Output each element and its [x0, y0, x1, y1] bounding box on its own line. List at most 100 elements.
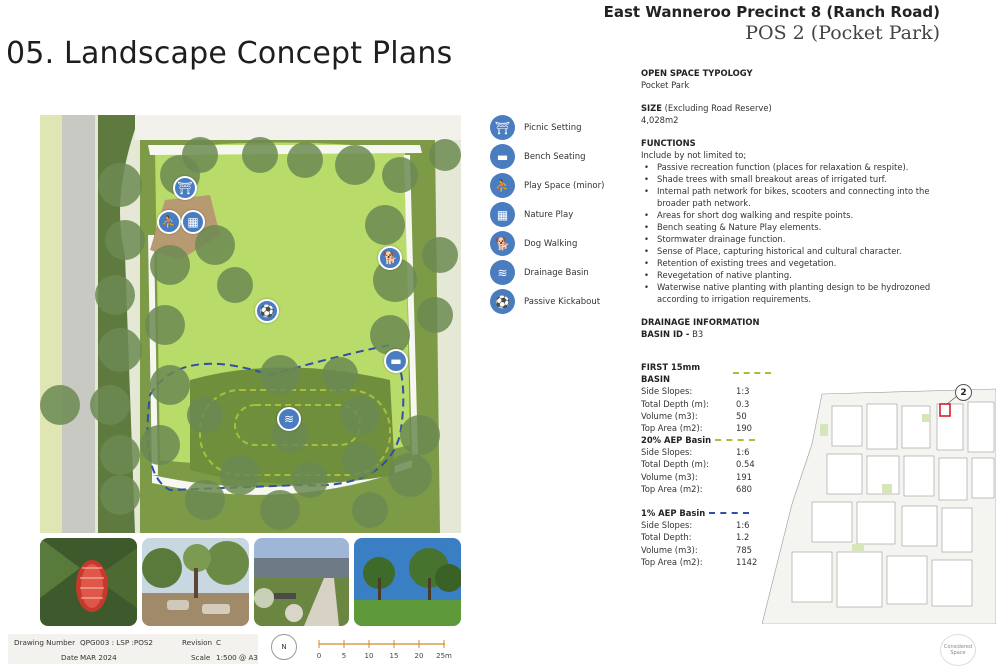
play-space-icon: ⛹ [490, 173, 515, 198]
legend-item-picnic: ⛩ Picnic Setting [490, 113, 604, 142]
title-block: Drawing Number QPG003 : LSP :POS2 Revisi… [8, 634, 258, 664]
basin-key: Total Depth (m): [641, 398, 709, 409]
scale-label: Scale [191, 653, 211, 662]
scale-bar-graphic [318, 640, 445, 648]
basin-value: 1:6 [736, 520, 750, 531]
scale-value: 1:500 @ A3 [216, 653, 258, 662]
legend-item-kickabout: ⚽ Passive Kickabout [490, 287, 604, 316]
basin-id-label: BASIN ID - [641, 329, 690, 339]
date-label: Date [61, 653, 79, 662]
function-item: Areas for short dog walking and respite … [641, 209, 941, 221]
path-bench-photo [254, 538, 349, 626]
basin-value: 0.3 [736, 398, 750, 409]
bench-icon: ▬ [490, 144, 515, 169]
legend-item-play-space: ⛹ Play Space (minor) [490, 171, 604, 200]
basin-value: 1142 [736, 556, 758, 567]
legend-label: Bench Seating [524, 151, 586, 162]
dog-walking-icon: 🐕 [490, 231, 515, 256]
info-panel: OPEN SPACE TYPOLOGY Pocket Park SIZE (Ex… [641, 67, 941, 351]
drainage-basin-icon: ≋ [490, 260, 515, 285]
basin-value: 680 [736, 483, 752, 494]
basin-line-legend [715, 439, 756, 442]
size-heading: SIZE [641, 103, 662, 113]
function-item: Stormwater drainage function. [641, 233, 941, 245]
function-item: Bench seating & Nature Play elements. [641, 221, 941, 233]
basin-key: Top Area (m2): [641, 483, 703, 494]
basin-value: 785 [736, 544, 752, 555]
basin-title: FIRST 15mm BASIN [641, 362, 701, 385]
open-turf-trees-photo [354, 538, 461, 626]
project-subtitle: POS 2 (Pocket Park) [745, 22, 940, 44]
picnic-table-icon: ⛩ [490, 115, 515, 140]
function-item: Shade trees with small breakout areas of… [641, 173, 941, 185]
photo-strip [40, 538, 461, 626]
functions-intro: Include by not limited to; [641, 150, 747, 160]
key-map-drawing [761, 388, 996, 625]
function-item: Waterwise native planting with planting … [641, 281, 941, 305]
basin-value: 1.2 [736, 532, 750, 543]
legend-item-nature-play: ▦ Nature Play [490, 200, 604, 229]
revision-value: C [216, 638, 222, 647]
basin-value: 191 [736, 471, 752, 482]
date-value: MAR 2024 [80, 653, 117, 662]
legend-label: Play Space (minor) [524, 180, 605, 191]
function-item: Sense of Place, capturing historical and… [641, 245, 941, 257]
legend-label: Dog Walking [524, 238, 578, 249]
legend-label: Passive Kickabout [524, 296, 601, 307]
landscape-plan: ⛩ ⛹ ▦ 🐕 ⚽ ▬ ≋ [40, 115, 461, 533]
basin-20-aep: 20% AEP Basin Side Slopes:1:6 Total Dept… [641, 434, 771, 495]
legend-item-drainage-basin: ≋ Drainage Basin [490, 258, 604, 287]
basin-title: 1% AEP Basin [641, 508, 706, 518]
company-stamp-logo: Considered Space [940, 634, 976, 666]
legend-label: Drainage Basin [524, 267, 589, 278]
basin-key: Top Area (m2): [641, 556, 703, 567]
basin-value: 1:6 [736, 447, 750, 458]
scale-tick-label: 10 [364, 652, 374, 660]
key-map-badge: 2 [955, 384, 972, 401]
basin-key: Total Depth: [641, 532, 692, 543]
basin-value: 190 [736, 423, 752, 434]
drainage-heading: DRAINAGE INFORMATION [641, 317, 760, 327]
basin-line-legend [732, 372, 771, 375]
nature-play-icon: ▦ [490, 202, 515, 227]
scale-tick-label: 20 [414, 652, 424, 660]
size-note: (Excluding Road Reserve) [664, 103, 772, 113]
scale-tick-label: 25m [436, 652, 452, 660]
kickabout-icon: ⚽ [255, 299, 279, 323]
legend-label: Picnic Setting [524, 122, 582, 133]
basin-id-value: B3 [692, 329, 704, 339]
plan-drawing [40, 115, 461, 533]
basin-1-aep: 1% AEP Basin Side Slopes: 1:6 Total Depth… [641, 507, 771, 568]
basin-key: Side Slopes: [641, 386, 693, 397]
picnic-table-icon: ⛩ [173, 176, 197, 200]
revision-label: Revision [182, 638, 213, 647]
legend-item-dog-walking: 🐕 Dog Walking [490, 229, 604, 258]
functions-heading: FUNCTIONS [641, 138, 696, 148]
legend-item-bench: ▬ Bench Seating [490, 142, 604, 171]
typology-heading: OPEN SPACE TYPOLOGY [641, 68, 753, 78]
banksia-flower-photo [40, 538, 137, 626]
drawing-number-value: QPG003 : LSP :POS2 [80, 638, 154, 647]
functions-list: Passive recreation function (places for … [641, 161, 941, 305]
scale-tick-label: 5 [341, 652, 347, 660]
project-header: East Wanneroo Precinct 8 (Ranch Road) PO… [604, 3, 940, 44]
location-key-map [761, 384, 996, 625]
basin-value: 50 [736, 410, 747, 421]
basin-title: 20% AEP Basin [641, 435, 712, 445]
legend-label: Nature Play [524, 209, 574, 220]
basin-line-legend [709, 512, 750, 515]
typology-value: Pocket Park [641, 80, 690, 90]
north-label: N [281, 643, 287, 651]
size-value: 4,028m2 [641, 115, 679, 125]
scale-tick-label: 0 [316, 652, 322, 660]
page-title: 05. Landscape Concept Plans [6, 36, 453, 71]
nature-play-seating-photo [142, 538, 249, 626]
function-item: Passive recreation function (places for … [641, 161, 941, 173]
function-item: Retention of existing trees and vegetati… [641, 257, 941, 269]
nature-play-icon: ▦ [181, 210, 205, 234]
scale-tick-label: 15 [389, 652, 399, 660]
function-item: Internal path network for bikes, scooter… [641, 185, 941, 209]
basin-key: Side Slopes: [641, 520, 693, 531]
plan-legend: ⛩ Picnic Setting ▬ Bench Seating ⛹ Play … [490, 113, 604, 316]
basin-first-15mm: FIRST 15mm BASIN Side Slopes:1:3 Total D… [641, 361, 771, 434]
